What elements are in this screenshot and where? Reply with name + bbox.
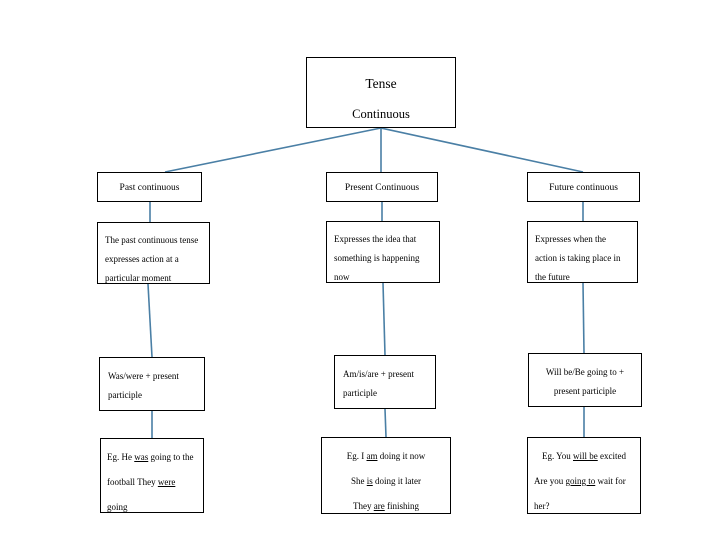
header-future-continuous: Future continuous — [527, 172, 640, 202]
connector-title-to-past — [164, 127, 382, 173]
examples-present: Eg. I am doing it now She is doing it la… — [321, 437, 451, 514]
example-future-1: Eg. You will be excited — [541, 451, 626, 461]
title-line-1: Tense — [365, 76, 397, 91]
example-past-2: They were going — [107, 477, 176, 512]
description-past: The past continuous tense expresses acti… — [97, 222, 210, 284]
example-past-1: Eg. He was going to the football — [107, 452, 194, 487]
connector-present-form-ex — [384, 408, 387, 438]
example-present-3: They are finishing — [352, 501, 419, 511]
header-past-continuous: Past continuous — [97, 172, 202, 202]
example-present-2: She is doing it later — [350, 476, 421, 486]
title-box: Tense Continuous — [306, 57, 456, 128]
connector-past-desc-form — [147, 283, 153, 358]
examples-future: Eg. You will be excited Are you going to… — [527, 437, 641, 514]
description-future: Expresses when the action is taking plac… — [527, 221, 638, 283]
connector-title-to-future — [380, 127, 584, 173]
example-present-1: Eg. I am doing it now — [346, 451, 426, 461]
description-present: Expresses the idea that something is hap… — [326, 221, 440, 283]
connector-future-desc-form — [582, 282, 585, 354]
connector-present-desc-form — [382, 282, 386, 356]
header-present-continuous: Present Continuous — [326, 172, 438, 202]
title-line-2: Continuous — [352, 107, 410, 121]
examples-past: Eg. He was going to the football They we… — [100, 438, 204, 513]
form-present: Am/is/are + present participle — [334, 355, 436, 409]
example-future-2: Are you going to wait for her? — [534, 476, 626, 511]
form-future: Will be/Be going to + present participle — [528, 353, 642, 407]
form-past: Was/were + present participle — [99, 357, 205, 411]
